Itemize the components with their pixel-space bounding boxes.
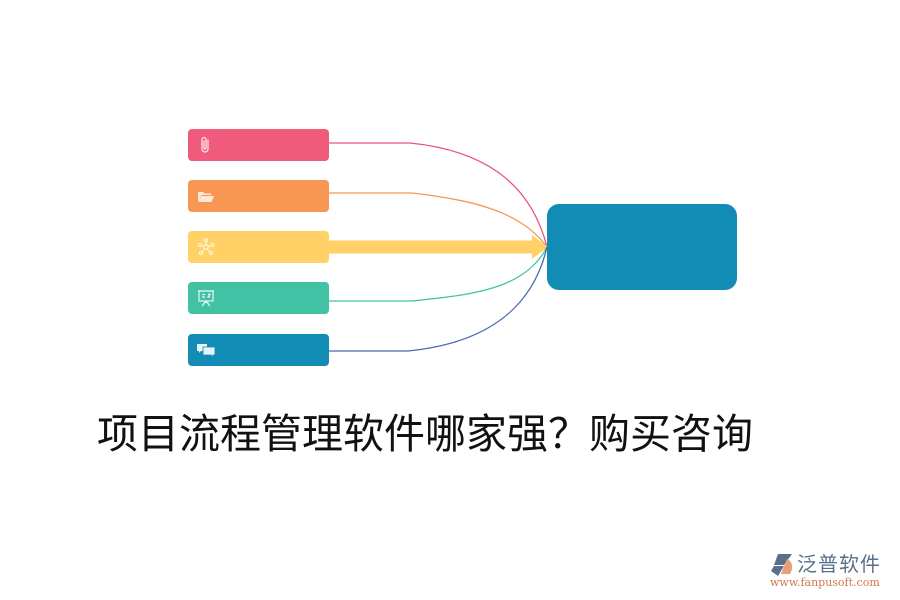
logo-url-text: www.fanpusoft.com [770,576,880,589]
chat-bubbles-icon [196,340,216,360]
presentation-board-icon [196,288,216,308]
connector-presentation [329,246,548,302]
source-node-attachment[interactable] [188,129,329,161]
source-node-folder[interactable] [188,180,329,212]
logo-mark-icon [770,553,796,577]
connector-attachment [329,142,548,248]
folder-open-icon [196,186,216,206]
source-node-network[interactable] [188,231,329,263]
hub-node[interactable] [547,204,737,290]
arrowhead-icon [532,235,548,259]
network-hub-icon [196,237,216,257]
logo-brand-text: 泛普软件 [797,552,881,576]
page-title: 项目流程管理软件哪家强？购买咨询 [97,410,753,458]
connector-folder [329,192,548,248]
source-node-chat[interactable] [188,334,329,366]
source-node-presentation[interactable] [188,282,329,314]
paperclip-icon [196,135,216,155]
brand-logo[interactable]: 泛普软件 www.fanpusoft.com [770,551,895,591]
connector-chat [329,246,548,352]
